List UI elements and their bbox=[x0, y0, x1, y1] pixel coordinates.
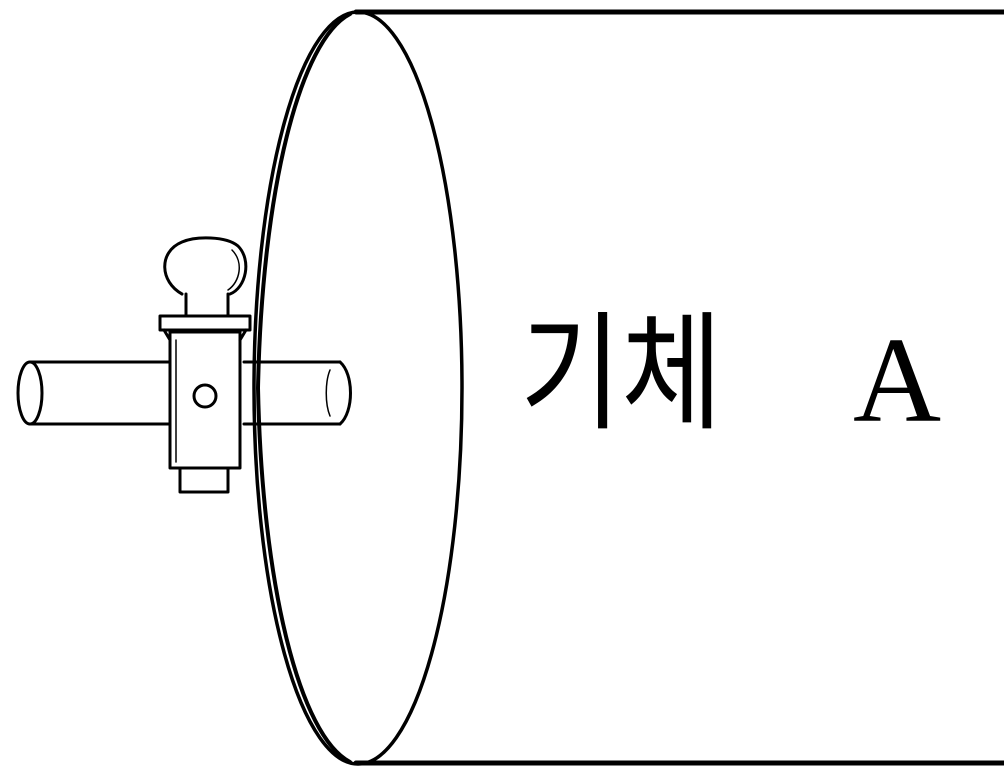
gas-label: 기체 A bbox=[520, 300, 941, 450]
end-cap-rim-shade bbox=[256, 12, 352, 764]
valve-collar bbox=[158, 314, 252, 342]
valve-assembly bbox=[16, 236, 352, 494]
valve-port bbox=[192, 383, 218, 409]
pipe-open-end bbox=[16, 360, 44, 426]
gas-label-letter: A bbox=[853, 313, 942, 448]
valve-pipe bbox=[16, 360, 352, 426]
gas-label-word: 기체 bbox=[520, 300, 723, 449]
valve-body bbox=[168, 330, 242, 470]
valve-nipple bbox=[178, 466, 230, 494]
cylinder-body bbox=[353, 9, 1004, 766]
end-cap-ellipse bbox=[252, 10, 464, 766]
valve-knob bbox=[163, 236, 248, 318]
cylinder-end-cap bbox=[252, 10, 464, 766]
